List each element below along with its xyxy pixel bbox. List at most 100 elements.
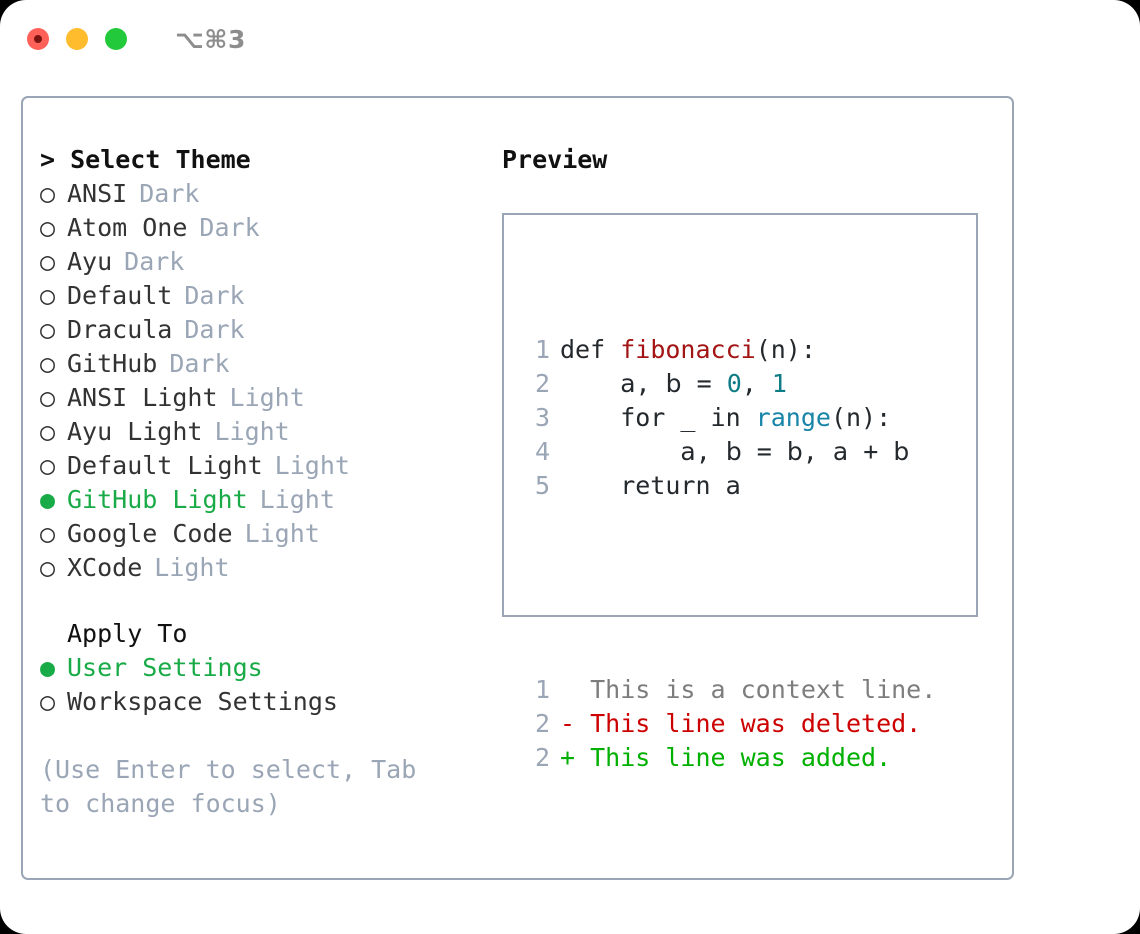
token-var: a — [725, 471, 741, 500]
radio-selected-icon: ● — [40, 485, 56, 514]
theme-option-github[interactable]: ○ GitHub Dark — [40, 347, 500, 381]
theme-option-github-light[interactable]: ● GitHub Light Light — [40, 483, 500, 517]
radio-unselected-icon: ○ — [40, 349, 56, 378]
diff-text: + This line was added. — [560, 743, 892, 772]
token-plain: + — [848, 437, 894, 466]
title-bar: ⌥⌘3 — [0, 0, 1140, 78]
theme-option-dracula[interactable]: ○ Dracula Dark — [40, 313, 500, 347]
token-plain: for _ in — [560, 403, 756, 432]
radio-unselected-icon: ○ — [40, 213, 56, 242]
line-number: 3 — [534, 403, 550, 432]
diff-line-ctx: 1 This is a context line. — [520, 673, 936, 707]
theme-option-label: Dracula — [67, 315, 173, 344]
theme-option-tag: Dark — [184, 281, 245, 310]
token-plain: , — [802, 437, 833, 466]
theme-option-label: GitHub — [67, 349, 158, 378]
theme-panel-heading: > Select Theme — [40, 145, 251, 174]
code-spacer — [520, 571, 936, 605]
radio-unselected-icon: ○ — [40, 553, 56, 582]
token-plain: (n): — [830, 403, 892, 432]
diff-text: - This line was deleted. — [560, 709, 922, 738]
diff-line-add: 2 + This line was added. — [520, 741, 936, 775]
theme-option-label: Ayu Light — [67, 417, 203, 446]
code-text: a, b = 0, 1 — [550, 367, 787, 401]
window-controls — [27, 28, 127, 50]
radio-unselected-icon: ○ — [40, 315, 56, 344]
minimize-button[interactable] — [66, 28, 88, 50]
theme-option-label: Atom One — [67, 213, 188, 242]
keyboard-hint-text: (Use Enter to select, Tab to change focu… — [40, 755, 432, 818]
theme-option-label: Ayu — [67, 247, 113, 276]
radio-selected-icon: ● — [40, 653, 56, 682]
token-plain: (n): — [755, 335, 816, 364]
code-text: return a — [550, 469, 741, 503]
zoom-button[interactable] — [105, 28, 127, 50]
token-plain — [560, 437, 680, 466]
theme-option-tag: Dark — [169, 349, 230, 378]
line-number: 4 — [534, 437, 550, 466]
radio-unselected-icon: ○ — [40, 519, 56, 548]
theme-option-label: ANSI Light — [67, 383, 218, 412]
theme-option-label: XCode — [67, 553, 143, 582]
theme-option-tag: Dark — [139, 179, 200, 208]
theme-option-label: GitHub Light — [67, 485, 248, 514]
line-number: 2 — [534, 709, 550, 738]
token-var: b — [725, 437, 742, 466]
close-button[interactable] — [27, 28, 49, 50]
theme-option-tag: Dark — [124, 247, 185, 276]
token-plain: def — [560, 335, 621, 364]
theme-option-label: Google Code — [67, 519, 233, 548]
token-var: a — [680, 437, 696, 466]
radio-unselected-icon: ○ — [40, 451, 56, 480]
token-var: b — [665, 369, 682, 398]
radio-unselected-icon: ○ — [40, 687, 56, 716]
apply-to-list[interactable]: ●User Settings○Workspace Settings — [40, 651, 500, 719]
code-line: 2 a, b = 0, 1 — [520, 367, 936, 401]
line-number: 1 — [534, 335, 550, 364]
theme-option-label: Default Light — [67, 451, 263, 480]
diff-line-del: 2 - This line was deleted. — [520, 707, 936, 741]
apply-to-heading: Apply To — [67, 619, 188, 648]
theme-option-tag: Light — [259, 485, 335, 514]
theme-option-tag: Dark — [184, 315, 245, 344]
token-plain — [560, 369, 620, 398]
radio-unselected-icon: ○ — [40, 417, 56, 446]
line-number: 1 — [534, 675, 550, 704]
line-number: 2 — [534, 369, 550, 398]
line-number: 2 — [534, 743, 550, 772]
theme-option-ansi-light[interactable]: ○ ANSI Light Light — [40, 381, 500, 415]
radio-unselected-icon: ○ — [40, 383, 56, 412]
apply-to-option-user-settings[interactable]: ●User Settings — [40, 651, 500, 685]
code-text: for _ in range(n): — [550, 401, 891, 435]
diff-block: 1 This is a context line.2- This line wa… — [520, 673, 936, 775]
preview-heading: Preview — [502, 145, 608, 174]
token-plain: = — [681, 369, 727, 398]
theme-option-label: ANSI — [67, 179, 128, 208]
token-func: fibonacci — [620, 335, 756, 364]
code-line: 5 return a — [520, 469, 936, 503]
theme-option-tag: Light — [229, 383, 305, 412]
token-num: 1 — [771, 369, 787, 398]
token-var: b — [786, 437, 803, 466]
code-text: a, b = b, a + b — [550, 435, 909, 469]
token-var: a — [832, 437, 849, 466]
code-text: def fibonacci(n): — [550, 333, 816, 367]
apply-to-option-workspace-settings[interactable]: ○Workspace Settings — [40, 685, 500, 719]
radio-unselected-icon: ○ — [40, 281, 56, 310]
token-plain: , — [695, 437, 726, 466]
code-line: 4 a, b = b, a + b — [520, 435, 936, 469]
